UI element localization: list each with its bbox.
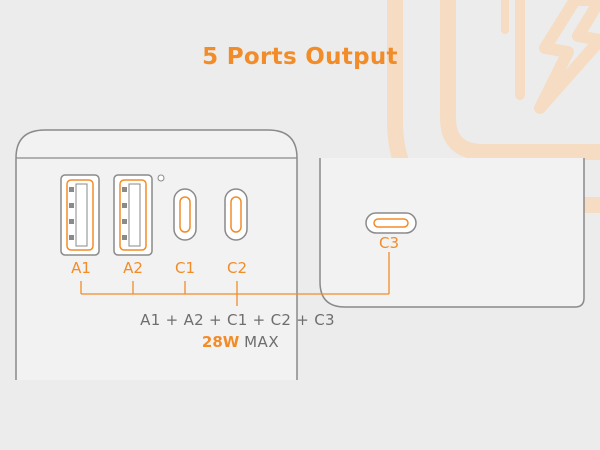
usb-a-port-icon [113,174,153,256]
indicator-light [157,174,165,182]
usb-c-port-icon [173,188,197,241]
port-label-c1: C1 [174,259,196,277]
lightning-bolt-icon [534,0,600,114]
charger-side [319,158,585,308]
max-output: 28W MAX [0,333,481,351]
port-connector-lines [80,252,390,306]
usb-c-port-icon [224,188,248,241]
page-title: 5 Ports Output [202,44,398,70]
max-wattage: 28W [201,333,240,351]
ports-sum-formula: A1 + A2 + C1 + C2 + C3 [140,311,335,329]
port-label-a2: A2 [123,259,143,277]
usb-a-port-icon [60,174,100,256]
port-label-c2: C2 [226,259,248,277]
max-label: MAX [244,333,280,351]
port-label-a1: A1 [71,259,91,277]
usb-c-port-icon [365,212,417,234]
port-label-c3: C3 [378,234,400,252]
